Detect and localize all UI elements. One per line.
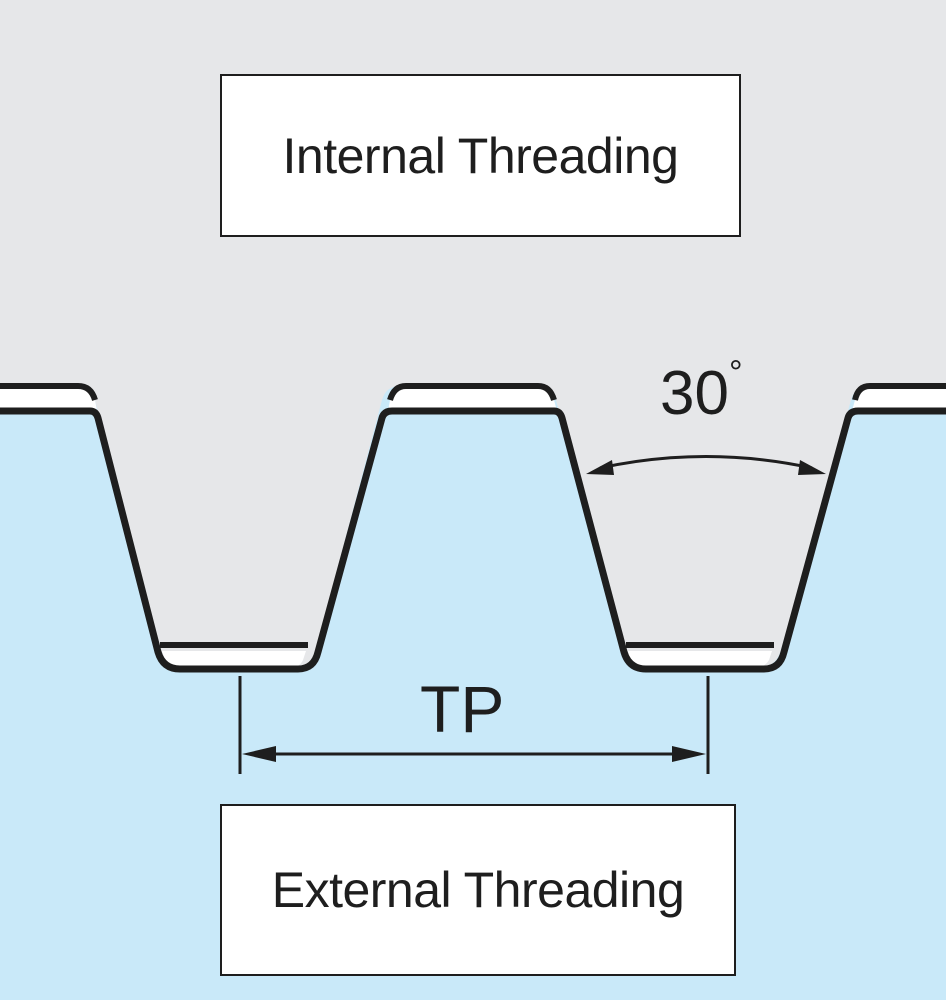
clearance-gap	[388, 386, 557, 411]
pitch-dimension-label: TP	[420, 672, 505, 746]
angle-dimension-label: 30°	[660, 356, 743, 425]
internal-threading-label: Internal Threading	[220, 74, 741, 237]
clearance-gap	[162, 651, 306, 667]
angle-arc	[599, 455, 813, 470]
clearance-gap	[852, 386, 946, 411]
clearance-gap	[628, 651, 772, 667]
arrow-right-icon	[672, 746, 706, 762]
arrow-left-icon	[242, 746, 276, 762]
external-threading-text: External Threading	[271, 862, 685, 918]
internal-thread-outline	[0, 383, 946, 401]
external-threading-label: External Threading	[220, 804, 736, 976]
arrow-left-icon	[586, 460, 614, 475]
internal-threading-text: Internal Threading	[282, 127, 679, 184]
clearance-gap	[0, 386, 97, 411]
degree-symbol: °	[728, 354, 743, 392]
external-thread-outline	[0, 407, 946, 673]
angle-value: 30	[660, 359, 729, 428]
arrow-right-icon	[798, 460, 826, 475]
